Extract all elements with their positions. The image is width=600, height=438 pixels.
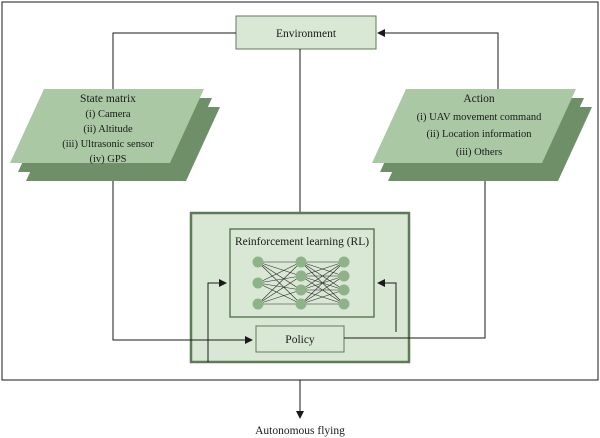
network-edge <box>257 261 302 284</box>
state-matrix-shape <box>10 89 220 181</box>
network-node <box>295 284 307 296</box>
network-edge <box>257 282 302 305</box>
network-edge <box>300 275 345 305</box>
env-to-state-line <box>112 32 236 89</box>
network-node <box>252 298 264 310</box>
state-matrix-title: State matrix <box>80 93 136 105</box>
network-edge <box>257 261 302 305</box>
state-matrix-item-ultrasonic: (iii) Ultrasonic sensor <box>62 139 154 150</box>
network-edge <box>257 261 302 277</box>
output-label: Autonomous flying <box>255 425 345 437</box>
network-node <box>338 256 350 268</box>
network-edge <box>300 289 345 305</box>
action-item-uav-command: (i) UAV movement command <box>417 112 542 123</box>
network-node <box>338 298 350 310</box>
policy-box <box>255 325 345 353</box>
state-to-policy-arrow <box>112 181 253 344</box>
network-node <box>295 270 307 282</box>
network-edge <box>300 261 345 291</box>
network-node <box>295 256 307 268</box>
network-edge <box>257 275 302 284</box>
network-edge <box>257 289 302 305</box>
action-title: Action <box>463 93 495 105</box>
network-edge <box>257 282 302 291</box>
network-edge <box>300 261 345 277</box>
rl-label: Reinforcement learning (RL) <box>235 236 369 248</box>
action-to-env-arrow <box>377 29 499 89</box>
network-node <box>252 256 264 268</box>
environment-box <box>235 15 377 50</box>
action-shape <box>372 89 592 181</box>
state-matrix-item-camera: (i) Camera <box>85 109 131 120</box>
action-item-others: (iii) Others <box>456 147 502 158</box>
right-feedback-arrow <box>377 279 397 332</box>
network-node <box>295 298 307 310</box>
network-edge <box>257 275 302 305</box>
policy-label: Policy <box>285 334 315 346</box>
policy-to-action-line <box>344 181 486 339</box>
network-node <box>338 284 350 296</box>
action-item-location: (ii) Location information <box>427 129 533 140</box>
state-matrix-item-gps: (iv) GPS <box>89 154 126 165</box>
network-node <box>338 270 350 282</box>
neural-network <box>252 256 350 310</box>
network-node <box>252 277 264 289</box>
state-matrix-item-altitude: (ii) Altitude <box>83 124 133 135</box>
environment-label: Environment <box>276 28 337 40</box>
network-edge <box>300 261 345 305</box>
left-feedback-arrow <box>207 279 227 362</box>
network-edge <box>257 261 302 291</box>
